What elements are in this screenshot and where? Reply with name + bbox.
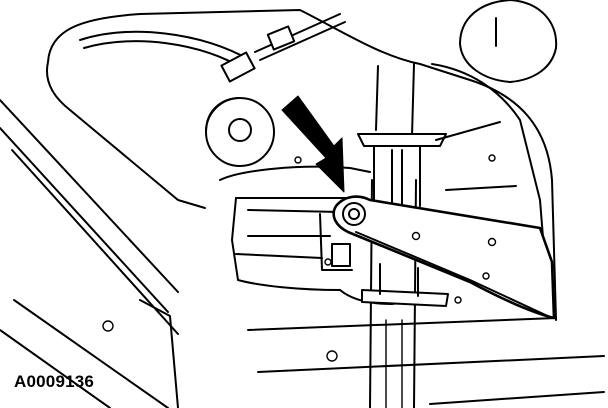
regulator-arm [332,195,556,320]
inner-panel-outline [46,9,557,321]
figure-id-label: A0009136 [14,372,95,391]
door-panel-edges [0,99,179,408]
callout-arrow [281,95,345,193]
lock-cylinder [459,0,558,83]
mounting-bracket [219,165,421,305]
mounting-holes [102,154,497,362]
glass-run-channel [431,63,549,301]
lower-left-panel [139,299,179,408]
regulator-pulley [205,97,275,167]
rail-slider-clips [357,133,449,307]
lower-panel-lines [247,121,605,405]
wiring-harness [79,13,346,83]
